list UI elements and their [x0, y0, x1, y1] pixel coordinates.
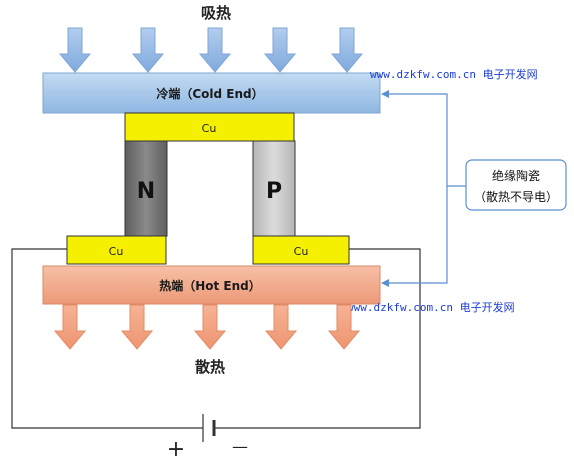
n-label: N	[137, 179, 155, 204]
p-type-leg	[252, 140, 296, 237]
heat-in-arrow	[58, 27, 92, 73]
ceramic-label-line2: （散热不导电）	[474, 189, 558, 204]
heat-out-arrows	[53, 304, 361, 350]
heat-in-arrow	[330, 27, 364, 73]
ceramic-label-line1: 绝缘陶瓷	[492, 168, 540, 183]
heat-in-arrow	[198, 27, 232, 73]
dissipate-heat-label: 散热	[195, 358, 225, 376]
n-type-leg	[124, 140, 168, 237]
cold-end-label: 冷端（Cold End）	[156, 86, 263, 101]
arrow-head-icon	[381, 279, 389, 287]
watermark-bottom: www.dzkfw.com.cn 电子开发网	[347, 300, 515, 314]
hot-end-label: 热端（Hot End）	[159, 278, 261, 293]
ceramic-callout-arrowheads	[381, 90, 389, 287]
bottom-left-copper	[66, 235, 167, 265]
heat-out-arrow	[53, 304, 87, 350]
heat-out-arrow	[193, 304, 227, 350]
cold-end-plate	[42, 72, 381, 114]
bottom-right-copper	[252, 235, 350, 265]
heat-in-arrow	[131, 27, 165, 73]
arrow-head-icon	[381, 90, 389, 98]
ceramic-callout-lines	[385, 93, 466, 284]
watermark-top: www.dzkfw.com.cn 电子开发网	[370, 67, 538, 81]
circuit-wire	[11, 248, 421, 442]
heat-out-arrow	[264, 304, 298, 350]
heat-in-arrow	[263, 27, 297, 73]
top-cu-label: Cu	[202, 122, 217, 135]
p-label: P	[266, 179, 282, 204]
bottom-right-cu-label: Cu	[294, 245, 309, 258]
minus-sign: —	[232, 437, 248, 456]
absorb-heat-label: 吸热	[201, 4, 231, 22]
hot-end-plate	[42, 265, 381, 305]
heat-in-arrows	[58, 27, 364, 73]
plus-sign: +	[167, 437, 185, 460]
bottom-left-cu-label: Cu	[109, 245, 124, 258]
ceramic-label-box	[465, 159, 567, 211]
heat-out-arrow	[327, 304, 361, 350]
heat-out-arrow	[120, 304, 154, 350]
top-copper-bridge	[124, 112, 295, 142]
